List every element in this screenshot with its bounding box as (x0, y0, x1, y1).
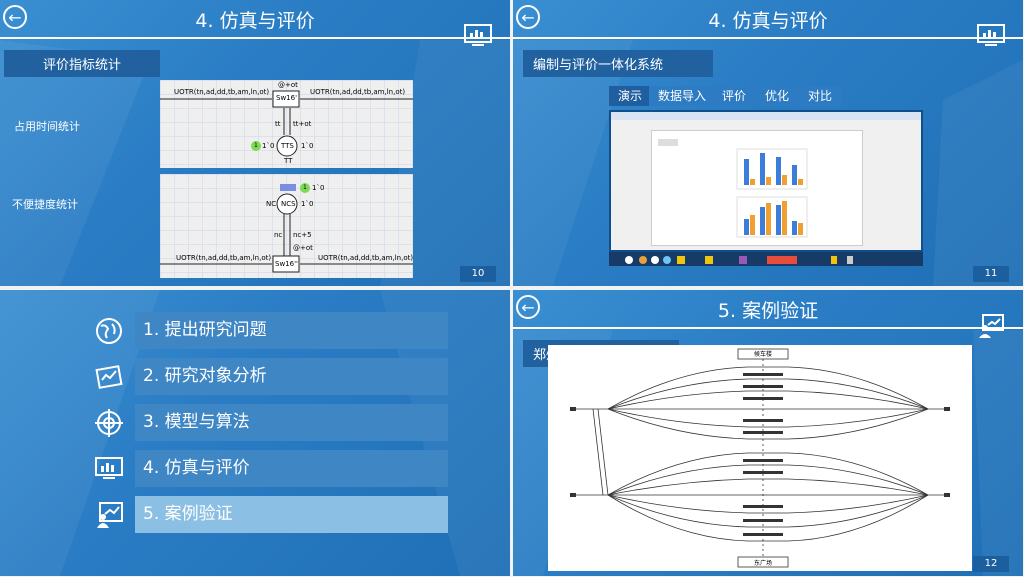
back-icon[interactable]: ← (3, 5, 27, 29)
taskbar-icons (625, 256, 853, 264)
label-occupy-time: 占用时间统计 (14, 120, 80, 133)
monitor-icon (464, 24, 492, 46)
monitor-icon (977, 24, 1005, 46)
slide-12[interactable]: ← 5. 案例验证 郑州东站站场图 (513, 290, 1023, 576)
token-value: 1`0 (312, 184, 325, 192)
page-number: 10 (460, 266, 496, 282)
toc-item-simulation-evaluation[interactable]: 4. 仿真与评价 (135, 450, 448, 487)
toc-item-label: 3. 模型与算法 (143, 412, 250, 432)
arc-ttot-label: tt+ot (293, 120, 312, 128)
tab-data-import[interactable]: 数据导入 (649, 86, 716, 106)
slide-title: 5. 案例验证 (717, 300, 819, 322)
monitor-icon (95, 457, 123, 479)
tab-demo[interactable]: 演示 (609, 86, 652, 106)
target-icon (95, 409, 123, 437)
tab-compare[interactable]: 对比 (799, 86, 842, 106)
slide-toc[interactable]: 1. 提出研究问题 2. 研究对象分析 3. 模型与算法 4. 仿真与评价 (0, 290, 510, 576)
toc-item-object-analysis[interactable]: 2. 研究对象分析 (135, 358, 448, 395)
toc-item-label: 5. 案例验证 (143, 504, 233, 524)
globe-icon (96, 318, 122, 344)
label-east-square: 东广场 (753, 560, 772, 567)
place-type-label: NC (266, 200, 277, 208)
arc-output-label: UOTR(tn,ad,dd,tb,am,ln,ot) (318, 254, 414, 262)
label-waiting-hall: 候车楼 (753, 351, 772, 358)
software-screenshot (609, 110, 923, 266)
track-layout (570, 348, 950, 568)
presenter-icon (97, 502, 123, 528)
presenter-icon (979, 314, 1004, 338)
evaluation-charts (736, 148, 808, 238)
arc-output-label: UOTR(tn,ad,dd,tb,am,ln,ot) (310, 88, 406, 96)
title-divider (513, 37, 1023, 39)
arc-tt-label: tt (275, 120, 281, 128)
slide-title: 4. 仿真与评价 (195, 10, 315, 32)
taskbar (609, 252, 923, 266)
token-value: 1`0 (262, 142, 275, 150)
tab-evaluate[interactable]: 评价 (713, 86, 756, 106)
window-body (611, 120, 921, 250)
toc-item-case-study[interactable]: 5. 案例验证 (135, 496, 448, 533)
page-number: 12 (973, 556, 1009, 572)
slide-10[interactable]: ← 4. 仿真与评价 评价指标统计 占用时间统计 不便捷度统计 UOTR (0, 0, 510, 286)
place-type-label: TT (284, 157, 293, 165)
initial-marking: 1`0 (301, 142, 314, 150)
window-titlebar (611, 112, 921, 120)
label-inconvenience: 不便捷度统计 (12, 198, 78, 211)
toc-item-label: 1. 提出研究问题 (143, 320, 267, 340)
arc-input-label: UOTR(tn,ad,dd,tb,am,ln,ot) (174, 88, 270, 96)
section-tag: 编制与评价一体化系统 (523, 50, 713, 77)
title-divider (0, 37, 510, 39)
tab-optimize[interactable]: 优化 (756, 86, 799, 106)
place-label: NCS (281, 200, 296, 208)
petri-net-top: UOTR(tn,ad,dd,tb,am,ln,ot) UOTR(tn,ad,dd… (160, 80, 413, 168)
back-icon[interactable]: ← (516, 295, 540, 319)
toc-item-model-algorithm[interactable]: 3. 模型与算法 (135, 404, 448, 441)
title-divider (513, 327, 1023, 329)
arc-input-label: UOTR(tn,ad,dd,tb,am,ln,ot) (176, 254, 272, 262)
slide-11[interactable]: ← 4. 仿真与评价 编制与评价一体化系统 演示 数据导入 评价 优化 对比 (513, 0, 1023, 286)
toc-item-label: 4. 仿真与评价 (143, 458, 250, 478)
slide-title: 4. 仿真与评价 (708, 10, 828, 32)
arc-nc5-label: nc+5 (293, 231, 312, 239)
toc-item-research-question[interactable]: 1. 提出研究问题 (135, 312, 448, 349)
transition-label: Sw16'' (275, 260, 298, 268)
section-tag: 评价指标统计 (4, 50, 160, 77)
place-label: TTS (281, 142, 294, 150)
analysis-icon (95, 365, 123, 389)
time-label: @+ot (293, 244, 313, 252)
petri-net-bottom: 1 1`0 NC NCS 1`0 nc nc+5 @+ot UOTR(tn,ad… (160, 174, 413, 278)
time-label: @+ot (278, 81, 298, 89)
petri-grid-top (160, 80, 413, 168)
station-track-diagram: 候车楼 东广场 (548, 345, 972, 571)
toc-item-label: 2. 研究对象分析 (143, 366, 267, 386)
transition-label: Sw16' (276, 94, 297, 102)
page-number: 11 (973, 266, 1009, 282)
run-button[interactable] (658, 139, 678, 146)
evaluation-panel (651, 130, 863, 246)
initial-marking: 1`0 (301, 200, 314, 208)
token-count: 1 (254, 142, 258, 149)
arc-nc-label: nc (274, 231, 283, 239)
back-icon[interactable]: ← (516, 5, 540, 29)
token-count: 1 (303, 184, 307, 191)
petri-grid-bottom (160, 174, 413, 278)
